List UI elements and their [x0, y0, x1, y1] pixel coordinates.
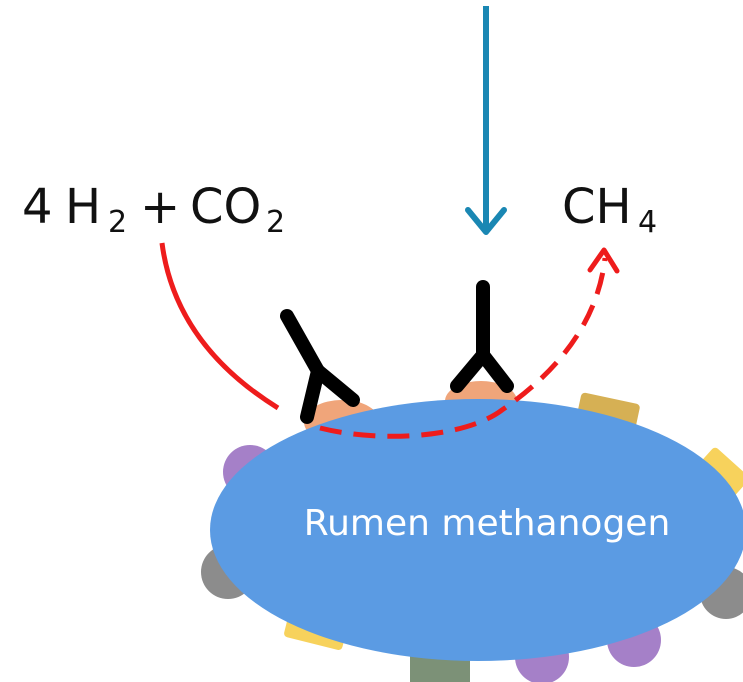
substrate-path	[159, 242, 280, 411]
reactant-formula: 4 H 2 + CO 2	[22, 179, 285, 244]
reactant-hydrogen-subscript: 2	[108, 205, 127, 240]
methane-release-arrowhead	[587, 247, 620, 274]
antibody-right	[450, 280, 514, 393]
reactant-plus: +	[140, 179, 180, 235]
surface-protein-yellow-right	[695, 447, 743, 501]
reactant-carbon-dioxide-subscript: 2	[266, 205, 285, 240]
cell-body	[210, 399, 743, 661]
reactant-coefficient: 4	[22, 179, 53, 235]
antibody-right-arm-right	[476, 348, 514, 393]
reactant-hydrogen: H	[65, 179, 101, 235]
input-arrow-head	[465, 207, 507, 235]
antibody-left-arm-lower	[311, 364, 360, 407]
product-methane-subscript: 4	[638, 205, 657, 240]
antibody-left-stem	[300, 364, 325, 424]
product-methane: CH	[562, 179, 632, 235]
product-formula: CH 4	[562, 179, 657, 240]
antibody-left	[280, 309, 360, 424]
reactant-carbon-dioxide: CO	[190, 179, 261, 235]
cell-label: Rumen methanogen	[304, 503, 671, 544]
antibody-left-arm-upper	[280, 309, 325, 378]
methane-release-path	[319, 257, 608, 439]
